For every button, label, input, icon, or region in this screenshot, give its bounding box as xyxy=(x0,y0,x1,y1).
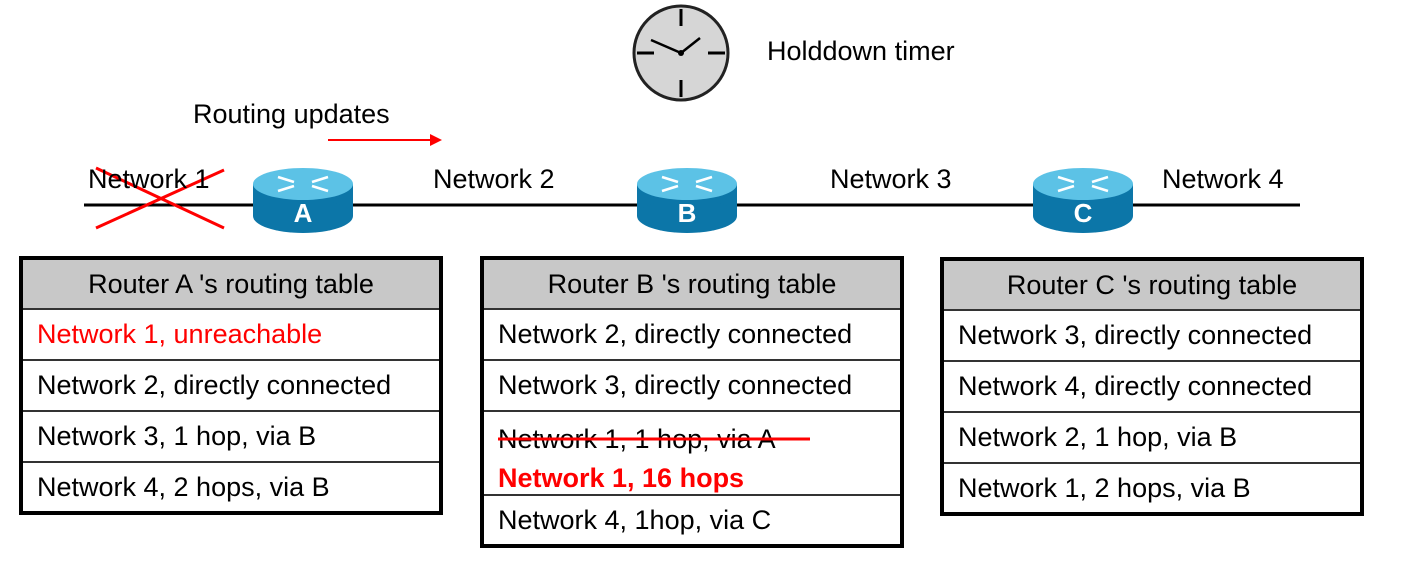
new-entry: Network 1, 16 hops xyxy=(498,463,745,493)
table-row-changed: Network 1, 1 hop, via A Network 1, 16 ho… xyxy=(481,410,903,496)
table-row: Network 4, 1hop, via C xyxy=(481,494,903,547)
table-row: Network 1, 2 hops, via B xyxy=(941,462,1363,515)
router-a-icon: A xyxy=(250,166,356,236)
router-a-table: Router A 's routing table Network 1, unr… xyxy=(19,256,443,515)
table-row: Network 3, directly connected xyxy=(481,359,903,412)
strike-line xyxy=(498,437,810,441)
table-row: Network 2, directly connected xyxy=(20,359,442,412)
network-1-label: Network 1 xyxy=(88,164,210,194)
router-a-letter: A xyxy=(293,198,313,228)
table-row: Network 3, directly connected xyxy=(941,309,1363,362)
router-c-letter: C xyxy=(1073,198,1093,228)
clock-icon xyxy=(632,4,730,102)
table-row: Network 2, directly connected xyxy=(481,308,903,361)
table-row: Network 1, unreachable xyxy=(20,308,442,361)
holddown-timer-label: Holddown timer xyxy=(767,36,955,66)
router-c-icon: C xyxy=(1030,166,1136,236)
table-title: Router A 's routing table xyxy=(20,257,442,310)
table-row: Network 4, directly connected xyxy=(941,360,1363,413)
router-c-table: Router C 's routing table Network 3, dir… xyxy=(940,257,1364,516)
table-title: Router C 's routing table xyxy=(941,258,1363,311)
network-3-label: Network 3 xyxy=(830,164,952,194)
update-arrow xyxy=(328,134,442,146)
router-b-table: Router B 's routing table Network 2, dir… xyxy=(480,256,904,548)
failure-cross xyxy=(95,166,225,230)
table-row: Network 2, 1 hop, via B xyxy=(941,411,1363,464)
router-b-icon: B xyxy=(634,166,740,236)
network-4-label: Network 4 xyxy=(1162,164,1284,194)
network-2-label: Network 2 xyxy=(433,164,555,194)
table-title: Router B 's routing table xyxy=(481,257,903,310)
table-row: Network 3, 1 hop, via B xyxy=(20,410,442,463)
router-b-letter: B xyxy=(677,198,697,228)
routing-updates-label: Routing updates xyxy=(193,99,390,129)
table-row: Network 4, 2 hops, via B xyxy=(20,461,442,514)
